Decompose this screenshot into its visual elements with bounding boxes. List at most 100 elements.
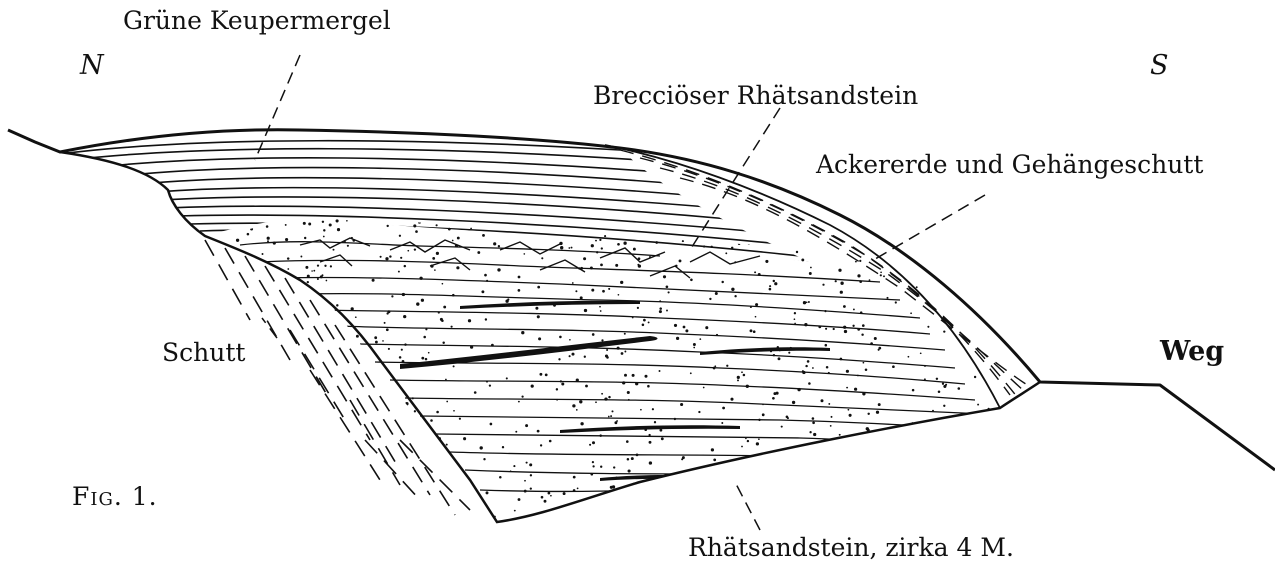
sand-dot xyxy=(628,399,630,401)
sand-dot xyxy=(769,285,771,287)
sand-dot xyxy=(786,416,789,419)
sand-dot xyxy=(370,374,373,377)
sand-dot xyxy=(227,391,229,393)
sand-dot xyxy=(964,447,967,450)
sand-dot xyxy=(880,274,882,276)
sand-dot xyxy=(277,446,279,448)
sand-dot xyxy=(612,485,615,488)
sand-dot xyxy=(415,230,418,233)
sand-dot xyxy=(420,220,422,222)
sand-dot xyxy=(1007,421,1010,424)
sand-dot xyxy=(808,449,810,451)
sand-dot xyxy=(974,376,976,378)
sand-dot xyxy=(243,373,245,375)
sand-dot xyxy=(234,508,236,510)
sand-dot xyxy=(715,235,717,237)
sand-dot xyxy=(305,266,308,269)
sand-dot xyxy=(844,502,847,505)
sand-dot xyxy=(250,484,253,487)
sand-dot xyxy=(794,318,796,320)
sand-dot xyxy=(382,502,384,504)
sand-dot xyxy=(333,249,335,251)
sand-dot xyxy=(387,225,389,227)
sand-dot xyxy=(642,324,645,327)
sand-dot xyxy=(506,377,508,379)
sand-dot xyxy=(569,339,571,341)
sand-dot xyxy=(607,427,609,429)
sand-dot xyxy=(828,403,830,405)
sand-dot xyxy=(273,242,276,245)
sand-dot xyxy=(727,510,729,512)
sand-dot xyxy=(445,379,447,381)
sand-dot xyxy=(640,409,642,411)
sand-dot xyxy=(1014,228,1017,231)
sand-dot xyxy=(266,225,269,228)
sand-dot xyxy=(612,516,614,518)
sand-dot xyxy=(583,513,585,515)
sand-dot xyxy=(890,237,892,239)
sand-dot xyxy=(699,489,701,491)
sand-dot xyxy=(407,250,409,252)
sand-dot xyxy=(648,495,650,497)
sand-dot xyxy=(916,286,918,288)
sand-dot xyxy=(807,360,810,363)
sand-dot xyxy=(380,256,382,258)
sand-dot xyxy=(358,347,360,349)
sand-dot xyxy=(308,223,311,226)
sand-dot xyxy=(339,494,341,496)
sand-dot xyxy=(202,411,204,413)
sand-dot xyxy=(208,463,210,465)
sand-dot xyxy=(311,354,314,357)
sand-dot xyxy=(290,312,292,314)
sand-dot xyxy=(297,356,300,359)
sand-dot xyxy=(778,357,781,360)
sand-dot xyxy=(897,456,899,458)
sand-dot xyxy=(814,461,817,464)
north-marker: N xyxy=(80,52,104,79)
sand-dot xyxy=(535,307,538,310)
sand-dot xyxy=(758,273,761,276)
sand-dot xyxy=(644,428,647,431)
sand-dot xyxy=(1006,376,1009,379)
sand-dot xyxy=(984,467,987,470)
sand-dot xyxy=(550,495,552,497)
sand-dot xyxy=(792,401,795,404)
sand-dot xyxy=(801,258,804,261)
sand-dot xyxy=(442,342,444,344)
sand-dot xyxy=(965,482,968,485)
sand-dot xyxy=(291,439,294,442)
sand-dot xyxy=(539,373,542,376)
sand-dot xyxy=(446,401,448,403)
sand-dot xyxy=(994,325,996,327)
sand-dot xyxy=(434,512,436,514)
sand-dot xyxy=(309,355,312,358)
sand-dot xyxy=(483,521,486,524)
sand-dot xyxy=(682,240,684,242)
sand-dot xyxy=(667,502,669,504)
sand-dot xyxy=(824,310,826,312)
sand-dot xyxy=(321,331,323,333)
sand-dot xyxy=(990,466,993,469)
sand-dot xyxy=(912,422,914,424)
sand-dot xyxy=(518,401,520,403)
sand-dot xyxy=(322,221,324,223)
sand-dot xyxy=(544,500,547,503)
sand-dot xyxy=(855,261,857,263)
sand-dot xyxy=(384,322,386,324)
sand-dot xyxy=(316,442,319,445)
sand-dot xyxy=(962,229,965,232)
sand-dot xyxy=(453,518,455,520)
sand-dot xyxy=(599,434,602,437)
sand-dot xyxy=(874,337,877,340)
sand-dot xyxy=(976,294,978,296)
sand-dot xyxy=(711,479,713,481)
sand-dot xyxy=(846,370,849,373)
sand-dot xyxy=(600,310,602,312)
sand-dot xyxy=(202,522,205,525)
sand-dot xyxy=(912,389,915,392)
sand-dot xyxy=(317,278,319,280)
sand-dot xyxy=(766,480,769,483)
sand-dot xyxy=(250,228,253,231)
sand-dot xyxy=(679,230,682,233)
sand-dot xyxy=(484,274,487,277)
